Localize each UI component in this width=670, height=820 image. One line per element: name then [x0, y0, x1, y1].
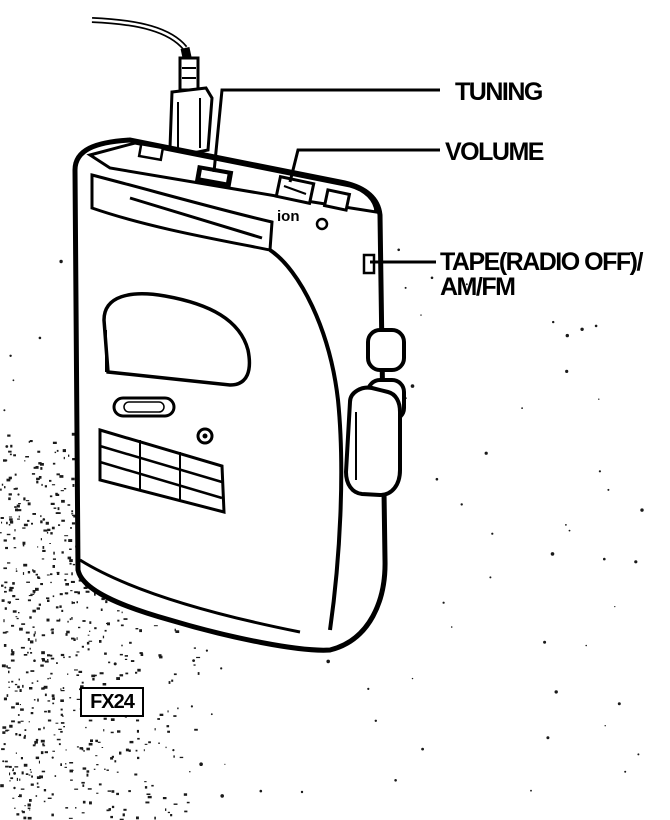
tape-label-line2: AM/FM	[440, 273, 516, 301]
device-body	[72, 137, 388, 653]
tape-am-fm-label: TAPE(RADIO OFF)/ AM/FM	[440, 248, 643, 301]
headphone-plug	[168, 56, 214, 158]
volume-label: VOLUME	[445, 138, 544, 166]
tuning-label: TUNING	[455, 78, 543, 106]
top-controls	[137, 142, 352, 231]
tape-label-line1: TAPE(RADIO OFF)/	[440, 248, 643, 276]
tape-radio-switch	[362, 253, 376, 275]
model-tag: FX24	[80, 687, 144, 717]
leader-lines	[212, 88, 440, 264]
side-buttons	[343, 328, 406, 498]
device-markings: ion	[277, 208, 300, 225]
